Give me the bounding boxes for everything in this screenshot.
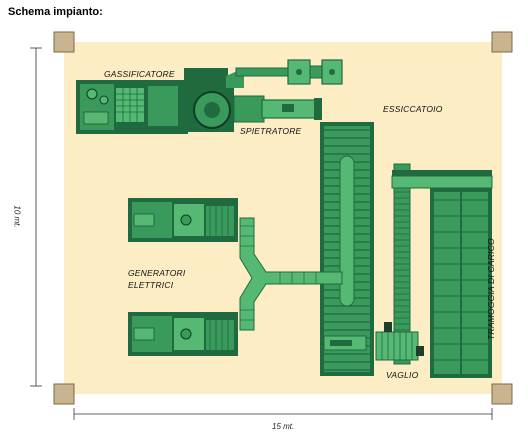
dimension-lines [30,47,493,420]
hopper-unit [430,188,492,378]
diagram-title: Schema impianto: [8,6,103,18]
label-stripper: SPIETRATORE [240,126,302,136]
dimension-height: 10 mt. [12,205,22,228]
screen-unit [375,322,424,361]
stripper-unit [233,95,322,123]
label-generators-1: GENERATORI [128,268,186,278]
generator-top [128,198,238,242]
label-generators-2: ELETTRICI [128,280,174,290]
corner-pads [53,31,513,405]
duct-system [239,217,343,331]
gasifier-unit [76,59,343,134]
generator-bottom [128,312,238,356]
dimension-width: 15 mt. [272,422,295,431]
label-screen: VAGLIO [386,370,419,380]
label-gasifier: GASSIFICATORE [104,69,175,79]
label-hopper: TRAMOGGIA DI CARICO [485,238,496,340]
dryer-unit [320,122,374,376]
elevator-conveyor [391,163,493,365]
label-dryer: ESSICCATOIO [383,104,443,114]
